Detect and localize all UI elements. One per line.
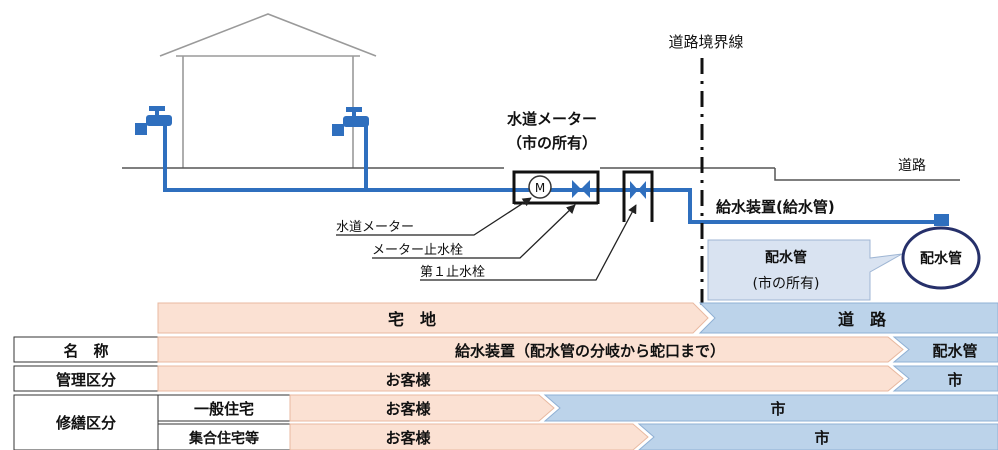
callout-first-valve: 第１止水栓 — [420, 265, 485, 280]
meter-symbol: M — [535, 181, 545, 195]
faucet-icon — [332, 107, 369, 136]
repair-general-road-value: 市 — [770, 400, 785, 418]
row-header-repair: 修繕区分 — [55, 414, 116, 432]
main-pipe-joint — [934, 214, 949, 226]
table-row-repair: 修繕区分 一般住宅 お客様 市 集合住宅等 お客様 市 — [13, 394, 998, 450]
management-private-value: お客様 — [385, 371, 431, 389]
meter-valve-icon — [572, 180, 590, 198]
row-header-name: 名 称 — [63, 342, 108, 360]
repair-collective-road-value: 市 — [814, 429, 829, 447]
house-roof — [159, 13, 377, 57]
row-header-management: 管理区分 — [56, 371, 116, 389]
repair-general-label: 一般住宅 — [194, 400, 254, 418]
road-label: 道路 — [898, 158, 926, 174]
supply-device-label: 給水装置(給水管) — [716, 198, 835, 216]
callout-water-meter: 水道メーター — [336, 220, 414, 235]
table-row-management: 管理区分 お客様 市 — [13, 365, 998, 392]
meter-title: 水道メーター — [507, 110, 597, 128]
name-road-value: 配水管 — [932, 342, 977, 360]
house — [159, 13, 377, 168]
meter-box: M — [512, 170, 600, 205]
zone-road — [698, 302, 998, 334]
management-road-value: 市 — [947, 371, 962, 389]
road-boundary-label: 道路境界線 — [668, 33, 743, 51]
callout-meter-valve: メーター止水栓 — [372, 243, 463, 258]
zone-road-label: 道 路 — [838, 310, 887, 329]
first-valve-box — [622, 170, 654, 222]
main-pipe-circle-label: 配水管 — [920, 250, 962, 267]
first-valve-icon — [630, 181, 646, 199]
main-pipe-circle — [901, 226, 981, 290]
ground-line — [122, 167, 960, 181]
zone-private — [157, 302, 709, 334]
zone-row: 宅 地 道 路 — [157, 302, 998, 334]
repair-general-private-value: お客様 — [385, 400, 431, 418]
faucet-icon — [135, 106, 172, 135]
repair-collective-private-value: お客様 — [385, 429, 431, 447]
table-row-name: 名 称 給水装置（配水管の分岐から蛇口まで） 配水管 — [13, 336, 998, 363]
zone-private-label: 宅 地 — [388, 310, 436, 329]
callout-leaders — [336, 197, 637, 281]
meter-ownership: （市の所有） — [507, 134, 597, 152]
name-private-value: 給水装置（配水管の分岐から蛇口まで） — [455, 342, 725, 360]
repair-collective-label: 集合住宅等 — [188, 430, 259, 447]
water-meter-icon — [528, 175, 552, 199]
main-pipe-note-owner: (市の所有) — [753, 275, 820, 292]
main-pipe-note-title: 配水管 — [765, 249, 807, 266]
main-pipe-note: 配水管 (市の所有) — [707, 239, 903, 301]
